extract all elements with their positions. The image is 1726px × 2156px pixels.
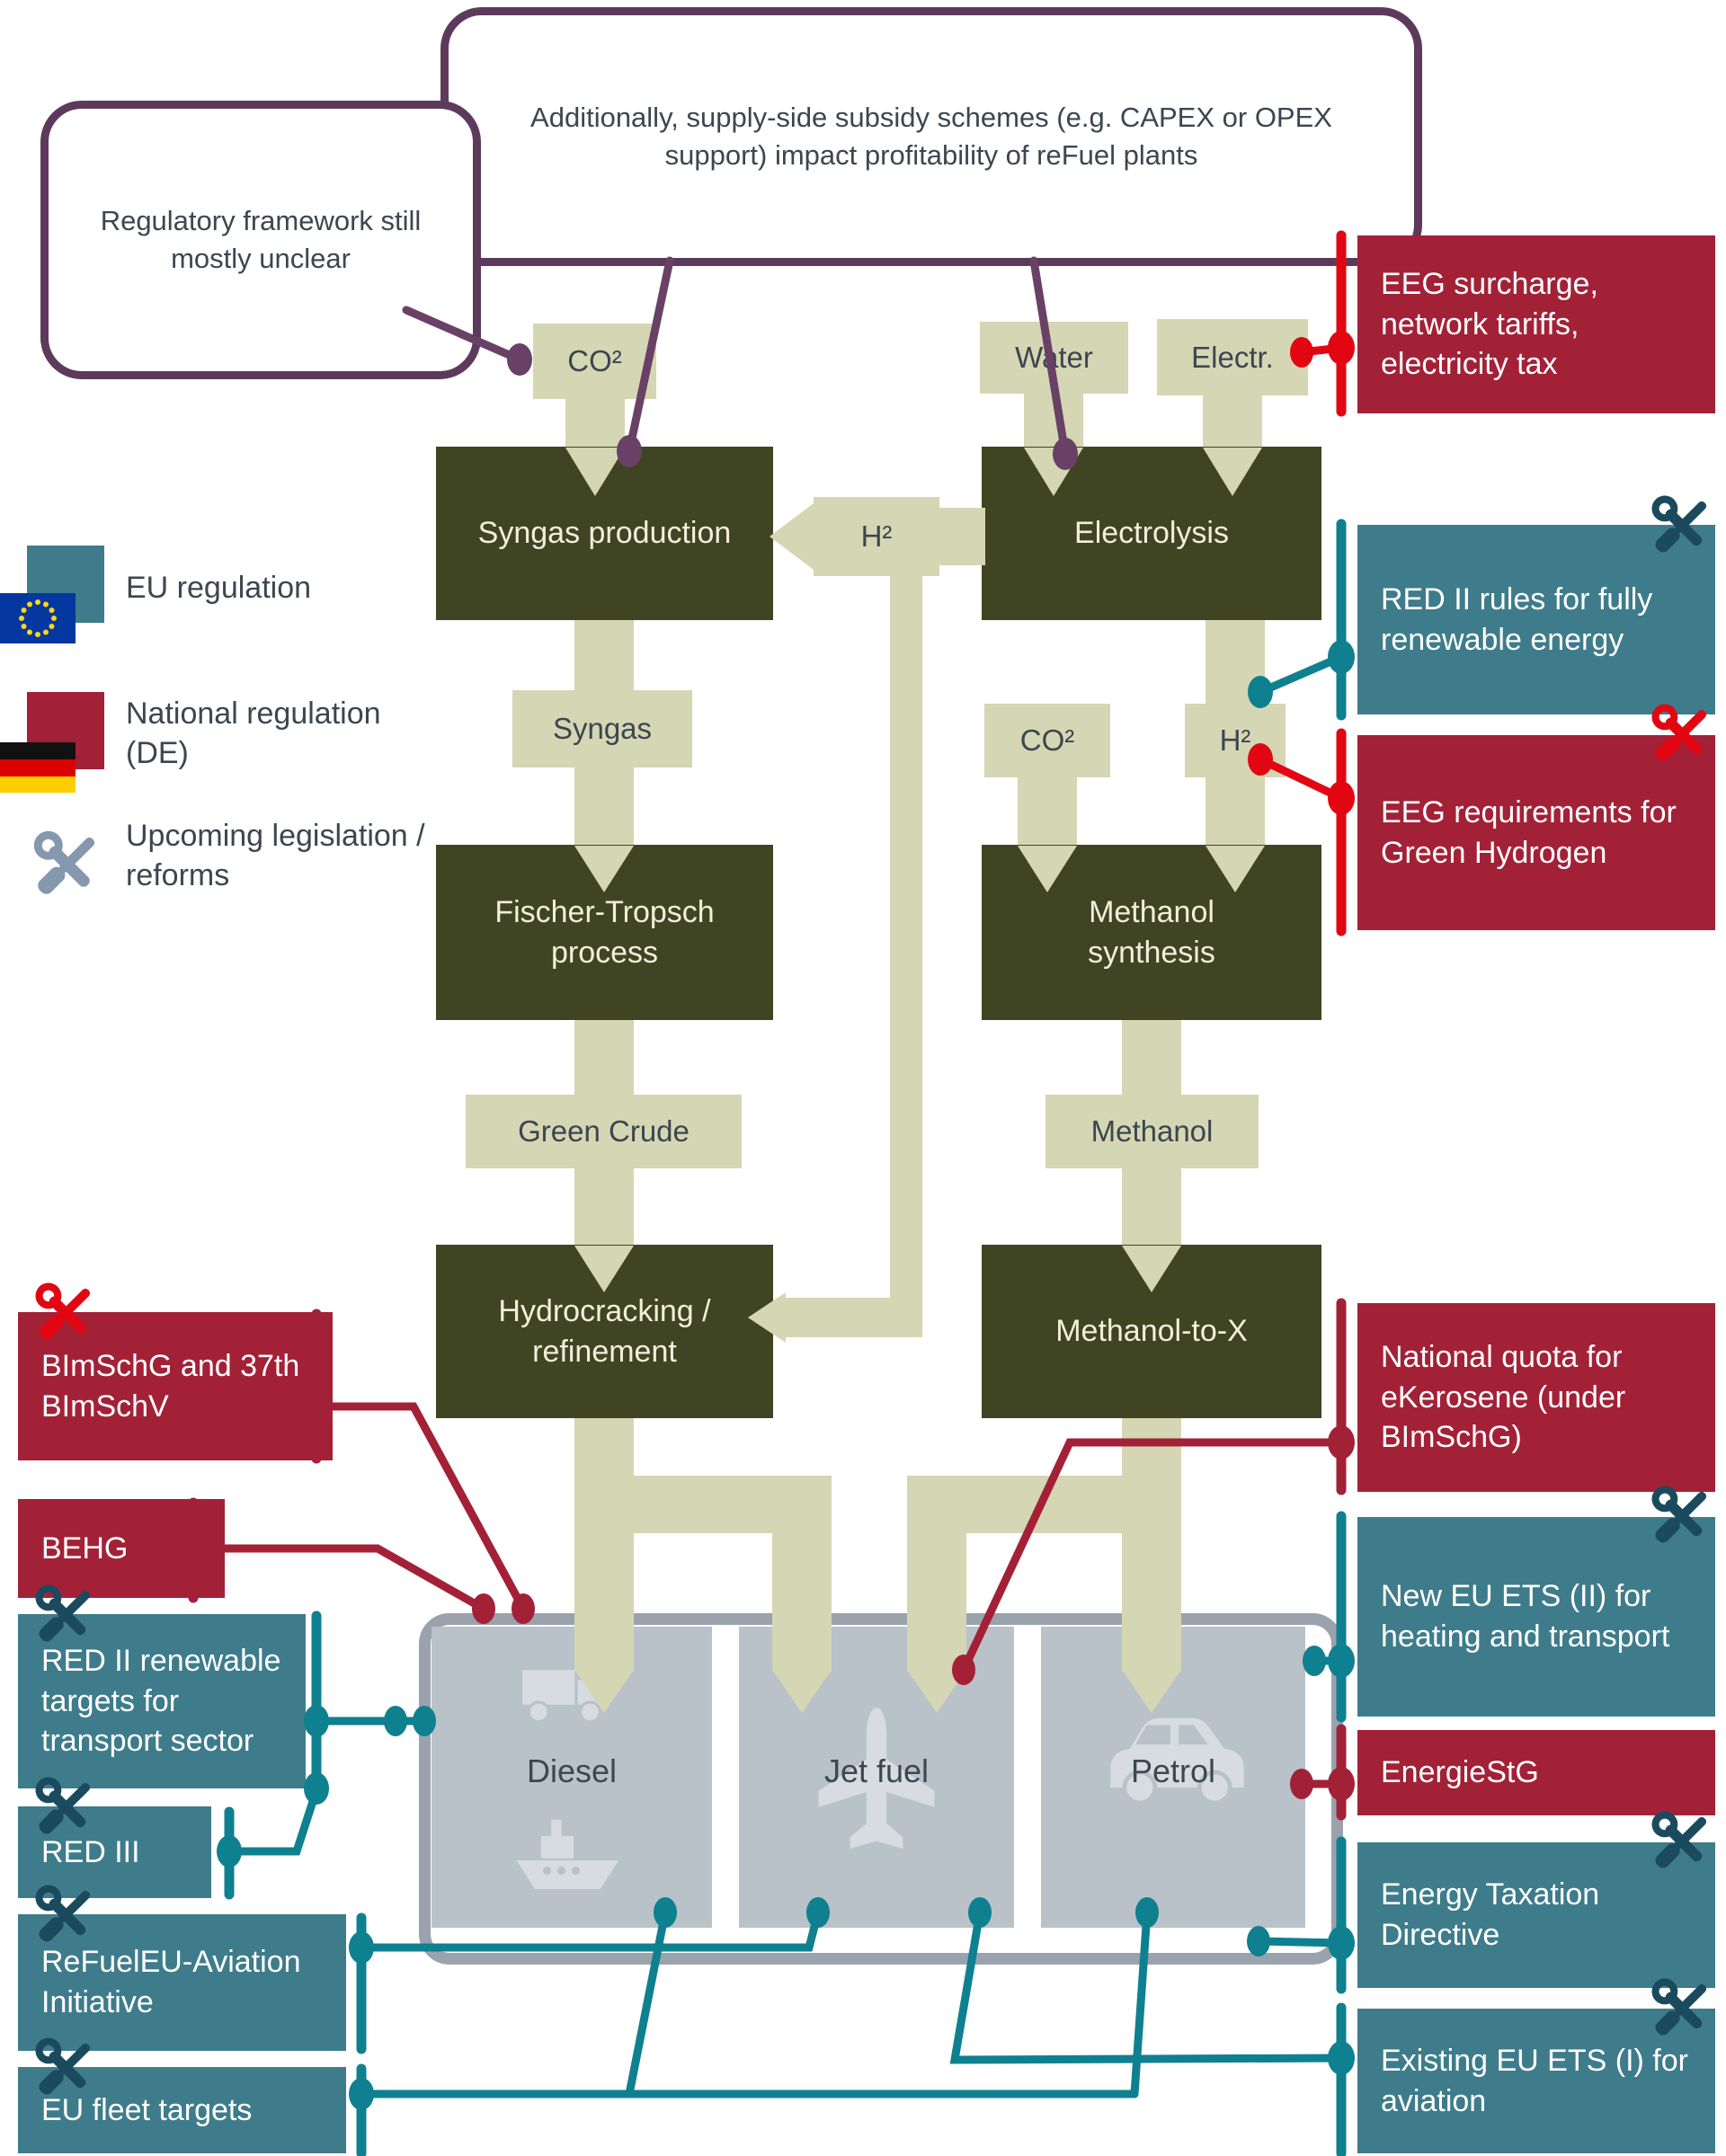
label-electricity: Electr. (1157, 319, 1308, 395)
car-icon (1110, 1717, 1244, 1806)
arrow-tips (565, 448, 1265, 1713)
box-electrolysis: Electrolysis (982, 447, 1321, 620)
box-syngas-production: Syngas production (436, 447, 773, 620)
panel-jet-fuel: Jet fuel (739, 1627, 1014, 1928)
panel-diesel: Diesel (432, 1627, 712, 1928)
fuel-petrol-label: Petrol (1130, 1752, 1216, 1789)
label-co2-right: CO² (984, 704, 1110, 777)
fuel-diesel-label: Diesel (526, 1752, 618, 1789)
reg-bimschg: BImSchG and 37th BImSchV (18, 1312, 333, 1460)
reg-eu-fleet-targets: EU fleet targets (18, 2067, 346, 2153)
label-co2-left: CO² (533, 324, 656, 399)
label-water: Water (980, 322, 1128, 394)
label-syngas: Syngas (512, 690, 692, 767)
label-h2-bridge: H² (814, 497, 939, 576)
reg-behg: BEHG (18, 1499, 225, 1598)
reg-red3: RED III (18, 1806, 211, 1898)
eu-flag-icon (0, 593, 76, 643)
panel-petrol: Petrol (1041, 1627, 1305, 1928)
reg-red2-rules: RED II rules for fully renewable energy (1357, 525, 1715, 714)
callout-supply-side-subsidy: Additionally, supply-side subsidy scheme… (440, 7, 1422, 266)
box-fischer-tropsch: Fischer-Tropsch process (436, 845, 773, 1020)
reg-new-eu-ets2: New EU ETS (II) for heating and transpor… (1357, 1517, 1715, 1717)
label-methanol: Methanol (1045, 1095, 1259, 1168)
truck-icon (519, 1666, 609, 1724)
reg-eeg-green-hydrogen: EEG requirements for Green Hydrogen (1357, 735, 1715, 930)
reg-red2-transport: RED II renewable targets for transport s… (18, 1614, 306, 1788)
reg-refueleu-aviation: ReFuelEU-Aviation Initiative (18, 1914, 346, 2051)
reg-energiestg: EnergieStG (1357, 1730, 1715, 1815)
legend-tools-icon (28, 825, 99, 898)
german-flag-icon (0, 742, 76, 793)
reg-national-quota-ekerosene: National quota for eKerosene (under BImS… (1357, 1303, 1715, 1492)
callout-top-text: Additionally, supply-side subsidy scheme… (530, 102, 1332, 171)
airplane-icon (818, 1708, 935, 1849)
reg-eeg-surcharge: EEG surcharge, network tariffs, electric… (1357, 235, 1715, 413)
box-methanol-to-x: Methanol-to-X (982, 1245, 1321, 1418)
legend-upcoming-label: Upcoming legislation / reforms (126, 819, 425, 893)
reg-energy-taxation: Energy Taxation Directive (1357, 1842, 1715, 1988)
legend-eu-label: EU regulation (126, 571, 312, 605)
callout-left-text: Regulatory framework still mostly unclea… (100, 205, 422, 274)
purple-connectors (402, 256, 1078, 470)
ship-icon (516, 1819, 619, 1889)
label-h2-right: H² (1185, 704, 1286, 777)
legend-national-label: National regulation (DE) (126, 696, 381, 771)
reg-existing-eu-ets1: Existing EU ETS (I) for aviation (1357, 2009, 1715, 2153)
fuel-jet-label: Jet fuel (823, 1752, 930, 1789)
box-methanol-synthesis: Methanol synthesis (982, 845, 1321, 1020)
box-hydrocracking: Hydrocracking / refinement (436, 1245, 773, 1418)
label-green-crude: Green Crude (466, 1095, 742, 1168)
callout-regulatory-framework: Regulatory framework still mostly unclea… (40, 101, 481, 379)
